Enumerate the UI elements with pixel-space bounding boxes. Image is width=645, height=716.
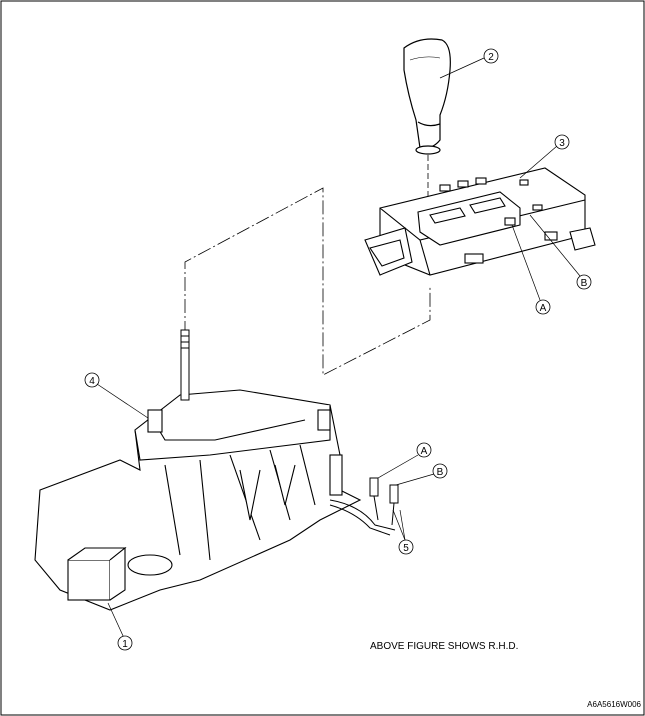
callout-circle-A2 <box>416 442 432 458</box>
callout-B-harness: B <box>437 467 444 478</box>
callout-A-panel: A <box>540 303 547 314</box>
callout-circle-4 <box>84 372 100 388</box>
callout-2: 2 <box>488 52 494 63</box>
figure-id: A6A5616W006 <box>587 700 641 709</box>
callout-5: 5 <box>403 543 409 554</box>
callout-circle-B1 <box>576 274 592 290</box>
callout-A-harness: A <box>421 446 428 457</box>
callout-circles <box>84 48 592 651</box>
callout-labels: 2 3 4 1 5 A B A B <box>89 52 587 650</box>
callout-circle-A1 <box>535 299 551 315</box>
callout-B-panel: B <box>581 278 588 289</box>
callout-circle-B2 <box>432 463 448 479</box>
callout-4: 4 <box>89 376 95 387</box>
callout-circle-3 <box>554 134 570 150</box>
callout-circle-5 <box>398 539 414 555</box>
callout-circle-1 <box>117 635 133 651</box>
leader-lines <box>96 57 581 639</box>
callout-1: 1 <box>122 639 128 650</box>
callout-circle-2 <box>483 48 499 64</box>
shift-knob <box>403 38 451 155</box>
wiring-harness <box>329 477 399 536</box>
lever-shaft <box>180 329 190 401</box>
figure-note: ABOVE FIGURE SHOWS R.H.D. <box>370 641 519 652</box>
callout-3: 3 <box>559 138 565 149</box>
selector-lever-assembly <box>34 389 362 611</box>
selector-indicator-panel <box>364 167 596 276</box>
